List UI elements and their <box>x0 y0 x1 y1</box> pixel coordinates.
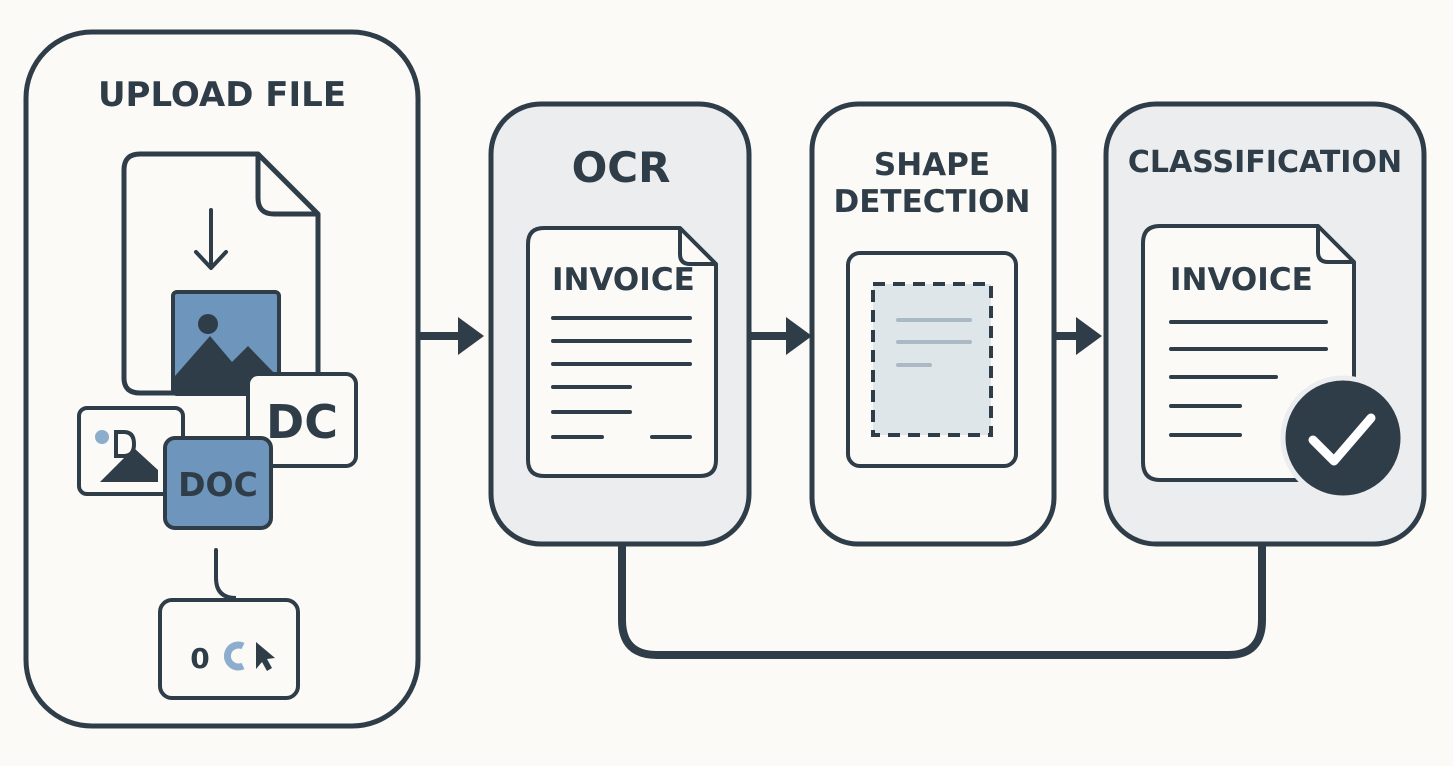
ocr-title: OCR <box>572 143 671 192</box>
classification-invoice-heading: INVOICE <box>1170 262 1313 298</box>
ocr-chip[interactable]: 0 <box>158 598 300 700</box>
doc-badge: DOC <box>163 436 273 530</box>
ocr-chip-label: 0 <box>190 642 209 675</box>
arrow-ocr-to-shape <box>750 317 812 355</box>
upload-panel: UPLOAD FILE DC <box>23 29 421 729</box>
classification-text-lines <box>1169 320 1328 437</box>
shape-title-line1: SHAPE <box>874 147 990 183</box>
doc-card: DC <box>246 372 358 468</box>
doc-card-label: DC <box>266 395 338 449</box>
image-icon <box>77 406 185 496</box>
arrow-shape-to-classification <box>1054 317 1102 355</box>
download-arrow-icon <box>194 208 228 270</box>
shape-detection-panel: SHAPE DETECTION <box>809 101 1057 547</box>
shape-title-line2: DETECTION <box>834 184 1031 220</box>
scan-frame-icon <box>846 251 1018 468</box>
ocr-panel: OCR INVOICE <box>488 101 752 547</box>
doc-badge-label: DOC <box>178 465 258 504</box>
classification-panel: CLASSIFICATION INVOICE <box>1103 101 1427 547</box>
ocr-invoice-heading: INVOICE <box>552 262 695 298</box>
checkmark-icon <box>1280 375 1406 501</box>
ocr-chip-c-icon <box>223 641 245 671</box>
feedback-connector <box>618 536 1266 659</box>
cursor-icon <box>256 642 275 671</box>
ocr-text-lines <box>551 316 692 439</box>
upload-title: UPLOAD FILE <box>98 75 346 115</box>
arrow-upload-to-ocr <box>420 317 484 355</box>
classification-title: CLASSIFICATION <box>1128 145 1402 180</box>
